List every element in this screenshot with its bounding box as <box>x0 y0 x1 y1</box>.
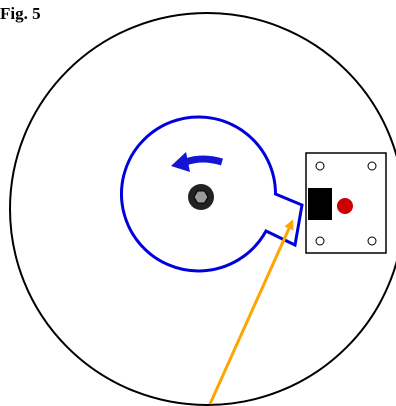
curved-arrow-counterclockwise-icon <box>171 152 224 172</box>
sensor-board <box>305 152 387 254</box>
sensor-block <box>308 188 332 220</box>
mounting-hole-top-left <box>315 161 325 171</box>
mounting-hole-bottom-left <box>315 236 325 246</box>
indicator-led <box>337 198 353 214</box>
outer-disc <box>9 12 396 406</box>
straight-arrow-icon <box>208 219 294 405</box>
mounting-hole-top-right <box>367 161 377 171</box>
mounting-hole-bottom-right <box>367 236 377 246</box>
hex-bolt-icon <box>188 184 214 210</box>
figure-label: Fig. 5 <box>0 4 41 23</box>
cam-profile <box>120 115 304 273</box>
